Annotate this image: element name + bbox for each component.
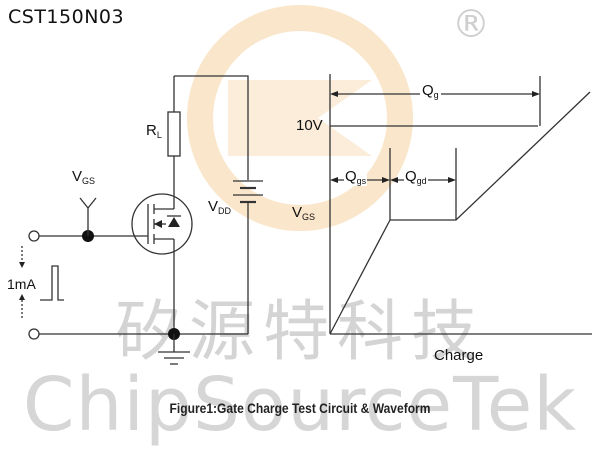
vgs-axis-label: VGS xyxy=(292,204,316,222)
qgd-label: Qgd xyxy=(404,168,428,186)
vgs-waveform xyxy=(329,91,591,335)
current-label: 1mA xyxy=(7,276,36,292)
vgs-probe-label: VGS xyxy=(72,168,96,186)
resistor-rl xyxy=(167,111,181,157)
drain-supply-wire xyxy=(174,75,249,180)
qgs-label: Qgs xyxy=(344,168,368,186)
mosfet-symbol xyxy=(131,193,193,255)
rl-label: RL xyxy=(146,122,162,140)
registered-mark: ® xyxy=(452,2,490,46)
charge-axis-label: Charge xyxy=(434,347,484,364)
ten-volt-label: 10V xyxy=(296,117,323,134)
battery-vdd xyxy=(233,180,263,204)
current-pulse xyxy=(40,265,64,301)
qg-label: Qg xyxy=(420,82,441,100)
vdd-label: VDD xyxy=(208,198,232,216)
figure-caption: Figure1:Gate Charge Test Circuit & Wavef… xyxy=(169,400,431,416)
ground-symbol xyxy=(158,351,190,365)
part-number: CST150N03 xyxy=(8,6,125,28)
english-watermark-text: ChipSourceTek xyxy=(22,362,578,448)
